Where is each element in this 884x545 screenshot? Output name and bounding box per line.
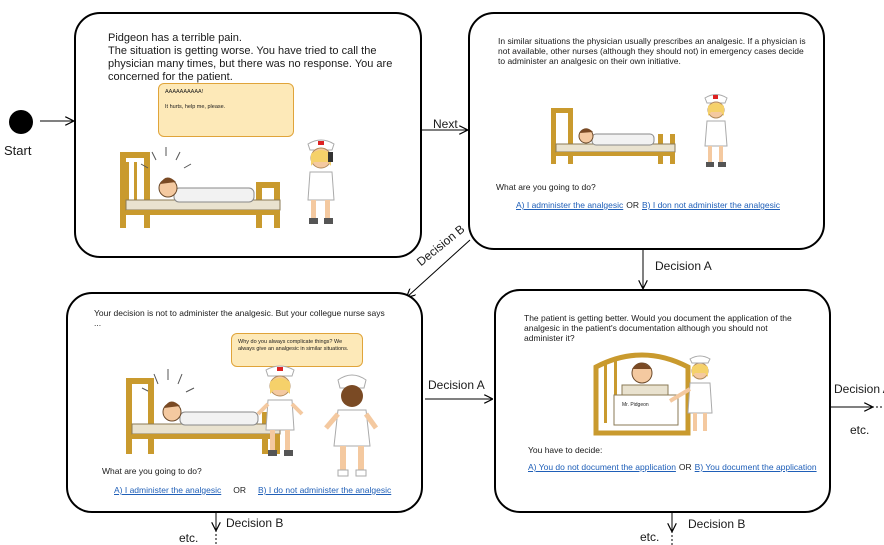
- edge-label-etc-2: etc.: [640, 530, 660, 544]
- box2-question: What are you going to do?: [496, 182, 596, 192]
- nurse-back-view-illustration: [324, 374, 379, 477]
- box3-choices: A) I administer the analgesic OR B) I do n…: [114, 485, 391, 495]
- box4-or: OR: [678, 462, 692, 472]
- box3-question: What are you going to do?: [102, 466, 202, 476]
- start-node: [9, 110, 33, 134]
- box3-or: OR: [233, 485, 246, 495]
- colleague-nurse-illustration: [256, 365, 304, 456]
- box4-option-b-link[interactable]: B) You document the application: [694, 462, 817, 472]
- edge-label-decision-b-3: Decision B: [688, 517, 746, 531]
- colleague-speech-bubble: Why do you always complicate things? We …: [231, 333, 363, 367]
- edge-label-decision-a-3: Decision A: [834, 382, 884, 396]
- box2-or: OR: [626, 200, 639, 210]
- box1-text: The situation is getting worse. You have…: [108, 45, 393, 83]
- box4-patient-sign: Mr. Pidgeon: [622, 402, 649, 408]
- scene-box-1: Pidgeon has a terrible pain. The situati…: [74, 12, 422, 258]
- box1-title: Pidgeon has a terrible pain.: [108, 32, 242, 44]
- arrow-box2-to-box3: [407, 239, 471, 297]
- nurse-on-phone-illustration: [307, 139, 335, 224]
- recovering-patient-illustration: Mr. Pidgeon: [593, 352, 713, 436]
- edge-label-decision-b-2: Decision B: [226, 516, 284, 530]
- edge-label-etc-1: etc.: [179, 531, 199, 545]
- nurse-standing-illustration: [704, 94, 728, 167]
- box3-option-a-link[interactable]: A) I administer the analgesic: [114, 485, 222, 495]
- patient-speech-bubble: AAAAAAAAAA! It hurts, help me, please.: [158, 83, 294, 137]
- box4-prompt: You have to decide:: [528, 445, 603, 455]
- box4-option-a-link[interactable]: A) You do not document the application: [528, 462, 676, 472]
- box2-option-a-link[interactable]: A) I administer the analgesic: [516, 200, 624, 210]
- scene-box-3: Your decision is not to administer the a…: [66, 292, 423, 513]
- edge-label-next: Next: [433, 117, 458, 131]
- box3-text: Your decision is not to administer the a…: [94, 308, 385, 329]
- bubble-plea: It hurts, help me, please.: [165, 104, 226, 111]
- box2-option-b-link[interactable]: B) I don not administer the analgesic: [642, 200, 780, 210]
- edge-label-etc-3: etc.: [850, 423, 870, 437]
- start-label: Start: [4, 143, 32, 158]
- scene-box-4: The patient is getting better. Would you…: [494, 289, 831, 513]
- box2-text: In similar situations the physician usua…: [498, 36, 806, 67]
- patient-bed-illustration-3: [126, 369, 281, 454]
- edge-label-decision-a-1: Decision A: [655, 259, 712, 273]
- patient-bed-illustration-2: [551, 108, 676, 164]
- box3-option-b-link[interactable]: B) I do not administer the analgesic: [258, 485, 392, 495]
- box4-text: The patient is getting better. Would you…: [524, 313, 792, 344]
- patient-bed-illustration: [120, 147, 281, 228]
- scene-box-2: In similar situations the physician usua…: [468, 12, 825, 250]
- edge-label-decision-a-2: Decision A: [428, 378, 485, 392]
- bubble-shout: AAAAAAAAAA!: [165, 89, 204, 95]
